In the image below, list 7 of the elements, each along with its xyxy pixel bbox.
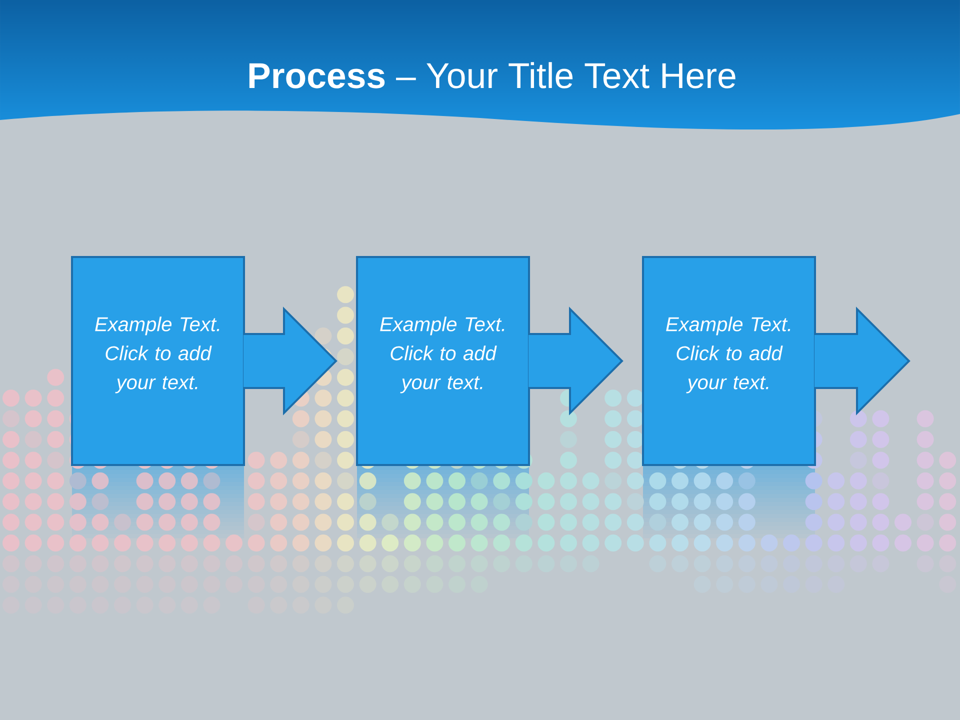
process-box: Example Text. Click to add your text. bbox=[71, 256, 245, 466]
arrow bbox=[242, 306, 338, 416]
arrow bbox=[814, 306, 910, 416]
process-box: Example Text. Click to add your text. bbox=[642, 256, 816, 466]
title: Process – Your Title Text Here bbox=[249, 62, 736, 88]
process-box: Example Text. Click to add your text. bbox=[356, 256, 530, 466]
arrow bbox=[528, 306, 624, 416]
